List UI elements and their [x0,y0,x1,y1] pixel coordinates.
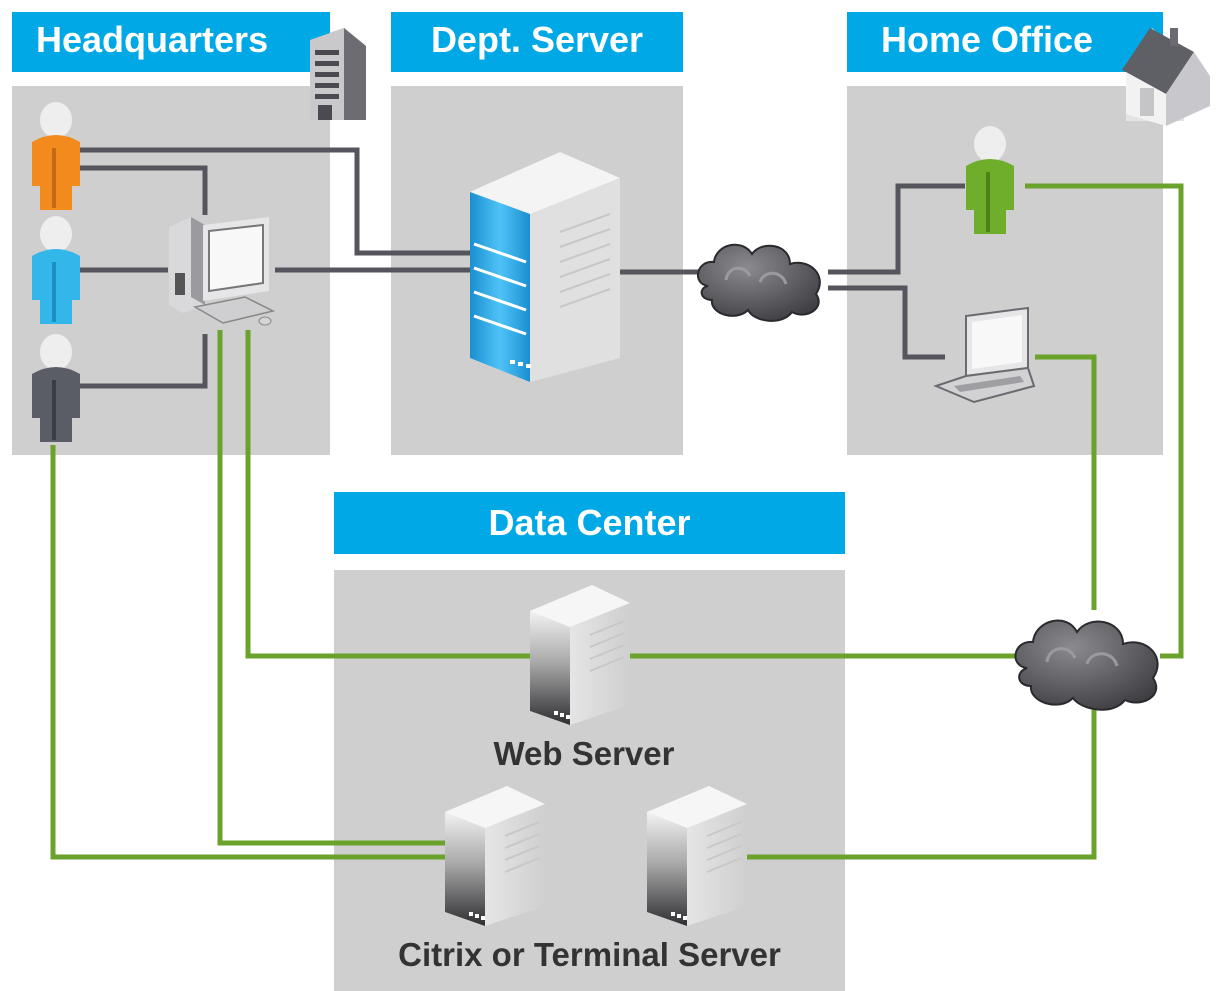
user-icon-green [966,126,1014,234]
web-server-label: Web Server [493,735,675,772]
server-icon-citrix-1 [445,786,545,926]
house-icon [1122,28,1210,126]
cloud-icon-upper [697,243,821,322]
wan-links [50,183,1184,860]
user-icon-gray [32,334,80,442]
user-icon-blue [32,216,80,324]
office-building-icon [310,28,366,120]
headquarters-title: Headquarters [12,12,330,72]
dept-server-title: Dept. Server [391,12,683,72]
cloud-icon-lower [1014,619,1159,711]
desktop-computer-icon [169,217,276,326]
server-icon-citrix-2 [647,786,747,926]
user-icon-orange [32,102,80,210]
home-office-title: Home Office [847,12,1163,72]
server-icon-dept [470,152,620,382]
data-center-title: Data Center [334,492,845,554]
server-icon-web [530,585,630,725]
laptop-icon [933,306,1036,404]
lan-links [80,147,965,389]
citrix-server-label: Citrix or Terminal Server [398,936,781,973]
